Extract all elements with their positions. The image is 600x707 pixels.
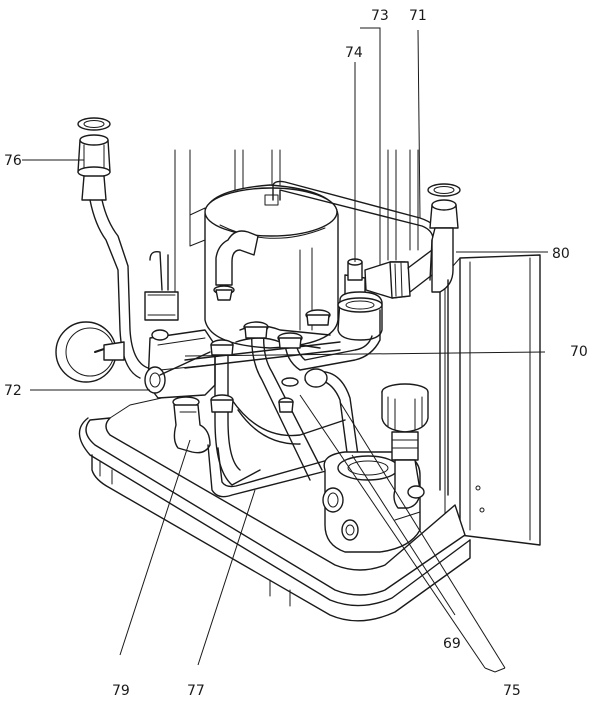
callout-74: 74 — [345, 45, 363, 61]
right-flow-connection — [427, 183, 461, 496]
callout-72: 72 — [4, 383, 22, 399]
callout-80: 80 — [552, 246, 570, 262]
lower-return-pipe — [207, 444, 331, 498]
leader-lines — [22, 27, 548, 673]
left-elbow-fitting — [172, 396, 211, 454]
leader-77 — [197, 489, 256, 666]
side-panel — [444, 254, 541, 546]
central-manifold — [184, 309, 381, 486]
pressure-gauge — [55, 321, 125, 383]
tank-elbow — [213, 230, 259, 301]
callout-70: 70 — [570, 344, 588, 360]
callout-71: 71 — [409, 8, 427, 24]
air-vent-canister — [381, 383, 429, 509]
leader-71 — [417, 29, 421, 219]
leader-79 — [119, 439, 191, 656]
rear-frame-posts — [174, 149, 419, 301]
callout-73: 73 — [371, 8, 389, 24]
leader-75a — [299, 394, 486, 669]
callout-76: 76 — [4, 153, 22, 169]
callout-79: 79 — [112, 683, 130, 699]
leader-69 — [351, 454, 456, 616]
leader-73 — [360, 27, 381, 265]
flow-switch — [144, 250, 179, 341]
leader-75-join — [484, 667, 506, 673]
pressure-relief-valve — [337, 249, 433, 341]
callout-75: 75 — [503, 683, 521, 699]
callout-labels: 76 72 74 73 71 80 70 79 77 69 75 — [4, 8, 588, 699]
leader-70 — [184, 351, 546, 357]
leader-75b — [339, 401, 506, 669]
heat-exchanger-tank — [189, 184, 339, 349]
callout-69: 69 — [443, 636, 461, 652]
left-riser-pipe — [77, 117, 149, 379]
pump-body — [144, 329, 216, 399]
callout-77: 77 — [187, 683, 205, 699]
